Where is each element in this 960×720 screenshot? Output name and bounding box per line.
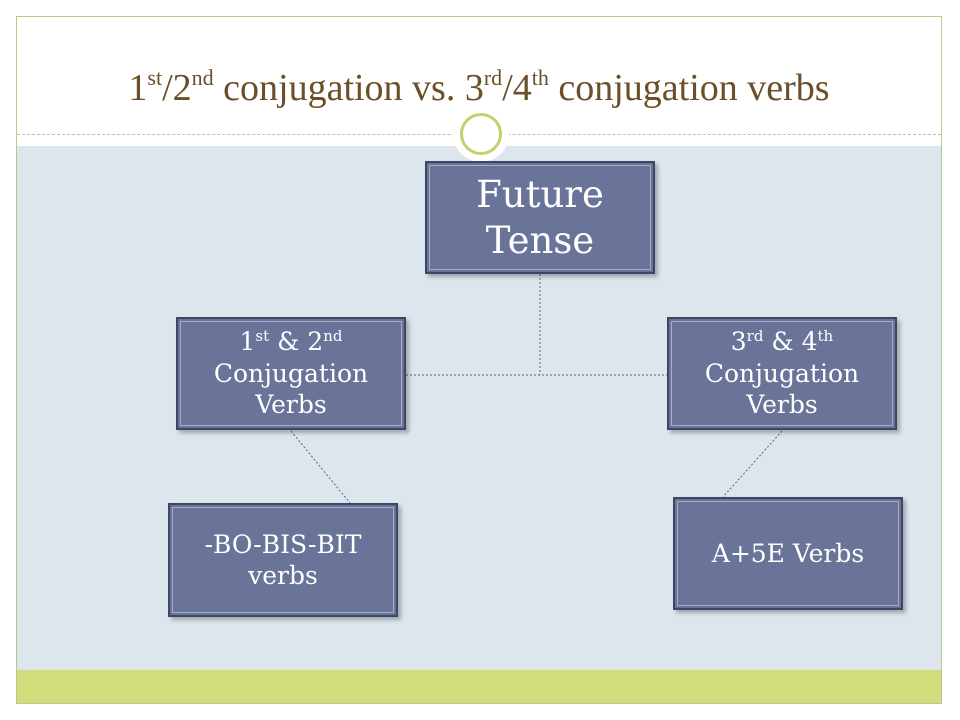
- circle-icon: [460, 113, 502, 155]
- node-text-line: A+5E Verbs: [711, 538, 865, 568]
- node-superscript: nd: [323, 327, 343, 346]
- node-a5e-verbs: A+5E Verbs: [673, 497, 903, 610]
- title-superscript: st: [147, 65, 163, 90]
- node-text-line: 3rd & 4th: [705, 326, 859, 358]
- node-text-line: Verbs: [255, 390, 327, 420]
- node-text-line: Future: [476, 172, 604, 216]
- title-part: 1: [128, 67, 148, 109]
- node-text-line: Conjugation: [704, 358, 860, 388]
- node-future-tense: Future Tense: [425, 161, 655, 274]
- node-text-line: Tense: [485, 218, 595, 262]
- title-part: conjugation vs. 3: [213, 67, 484, 109]
- footer-band: [17, 670, 941, 703]
- node-superscript: th: [817, 327, 834, 346]
- node-label: 3rd & 4th Conjugation Verbs: [705, 326, 859, 421]
- slide-frame: [16, 16, 942, 704]
- node-text: & 2: [269, 327, 324, 357]
- node-text: & 4: [763, 327, 818, 357]
- title-superscript: nd: [191, 65, 214, 90]
- node-superscript: rd: [746, 327, 764, 346]
- node-label: -BO-BIS-BIT verbs: [205, 529, 362, 592]
- node-third-fourth-conjugation: 3rd & 4th Conjugation Verbs: [667, 317, 897, 430]
- node-text-line: Conjugation: [213, 358, 369, 388]
- slide-title: 1st/2nd conjugation vs. 3rd/4th conjugat…: [17, 67, 941, 109]
- connector-right-leaf: [722, 430, 783, 498]
- divider-ornament: [453, 106, 509, 162]
- node-text-line: Verbs: [746, 390, 818, 420]
- title-part: /2: [162, 67, 192, 109]
- title-part: conjugation verbs: [548, 67, 830, 109]
- node-text-line: verbs: [248, 561, 318, 590]
- connector-left-leaf: [290, 430, 351, 504]
- node-label: A+5E Verbs: [712, 538, 864, 570]
- node-first-second-conjugation: 1st & 2nd Conjugation Verbs: [176, 317, 406, 430]
- title-superscript: th: [531, 65, 549, 90]
- node-text: 3: [730, 327, 747, 357]
- node-text-line: -BO-BIS-BIT: [204, 529, 362, 559]
- node-bo-bis-bit-verbs: -BO-BIS-BIT verbs: [168, 503, 398, 617]
- node-label: Future Tense: [476, 172, 604, 264]
- node-label: 1st & 2nd Conjugation Verbs: [214, 326, 368, 421]
- node-superscript: st: [255, 327, 270, 346]
- title-part: /4: [502, 67, 532, 109]
- node-text-line: 1st & 2nd: [214, 326, 368, 358]
- node-text: 1: [239, 327, 256, 357]
- title-superscript: rd: [483, 65, 503, 90]
